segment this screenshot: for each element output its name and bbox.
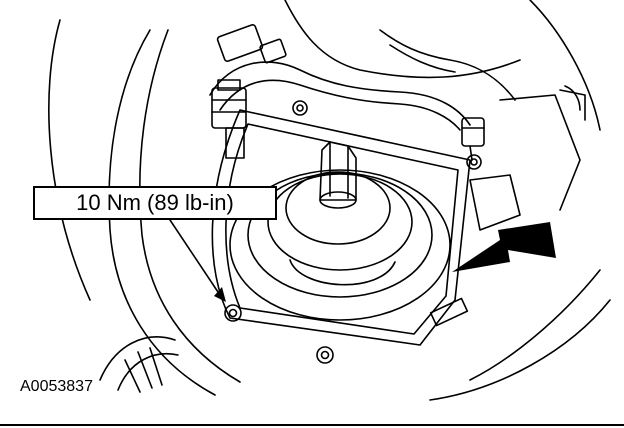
parking-lever-detail (99, 336, 179, 393)
bolt-top-left (292, 100, 308, 116)
boot-outer-ring (229, 169, 451, 321)
callout-leader-line (169, 219, 221, 296)
shifter-shaft (319, 141, 357, 209)
bolt-bottom (316, 346, 334, 364)
connector-right (461, 117, 485, 161)
figure-id: A0053837 (20, 378, 93, 395)
bolt-bottom-left (224, 304, 242, 322)
wiring-harness (209, 61, 471, 126)
torque-callout-label: 10 Nm (89 lb-in) (33, 186, 277, 220)
connector-left (211, 79, 247, 159)
console-outline (108, 29, 216, 396)
mounting-plate (211, 109, 471, 346)
callout-leader-arrowhead (214, 287, 226, 302)
connector-top (216, 23, 287, 64)
console-outline-inner (139, 29, 241, 383)
direction-arrow (452, 222, 556, 272)
retaining-clip (429, 297, 469, 327)
bottom-divider (0, 424, 624, 426)
bolt-top-right (466, 154, 482, 170)
